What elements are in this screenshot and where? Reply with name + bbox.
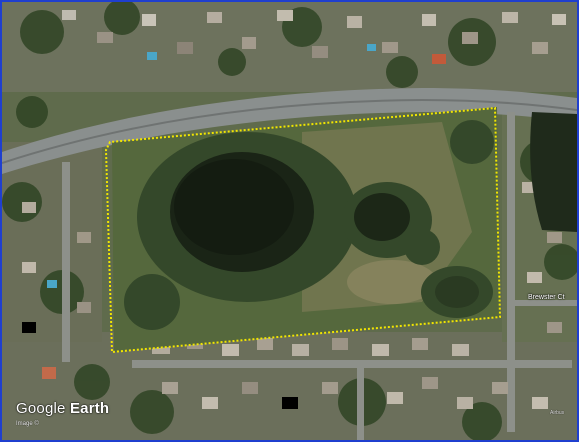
- main-pond-shade: [174, 159, 294, 255]
- dry-patch: [347, 260, 437, 304]
- road-west: [62, 162, 70, 362]
- rooftops-north: [62, 10, 566, 64]
- corner-label: Airbus: [550, 410, 565, 416]
- logo-earth-text: Earth: [65, 400, 110, 417]
- logo-google-text: Google: [16, 400, 66, 417]
- property-boundary: [104, 106, 502, 354]
- street-label-brewster: Brewster Ct: [528, 294, 565, 301]
- east-lake: [530, 112, 577, 232]
- highway: [2, 88, 577, 174]
- google-earth-logo: Google Earth: [16, 400, 109, 417]
- highway-median: [2, 98, 577, 164]
- road-east: [507, 112, 515, 432]
- road-south-spur: [357, 362, 364, 440]
- image-credit: Image ©: [16, 421, 39, 427]
- road-south: [132, 360, 572, 368]
- southeast-pond: [435, 276, 479, 308]
- east-pond: [354, 193, 410, 241]
- road-brewster: [512, 300, 577, 306]
